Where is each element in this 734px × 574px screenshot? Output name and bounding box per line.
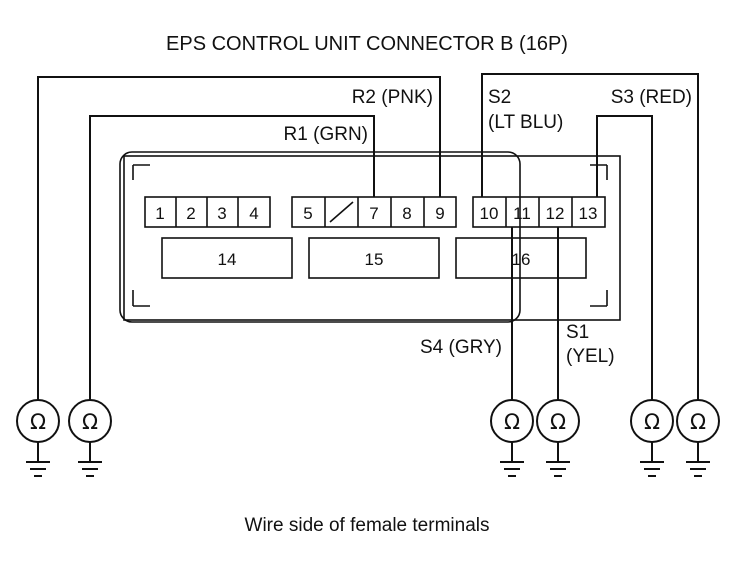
ohm-symbol: Ω — [30, 410, 46, 434]
connector-housing — [119, 151, 621, 323]
terminal-12: 12 — [546, 204, 565, 223]
terminal-13: 13 — [579, 204, 598, 223]
terminal-16: 16 — [512, 250, 531, 269]
wire-r2 — [37, 76, 441, 400]
terminal-4: 4 — [249, 204, 258, 223]
ground-icon — [640, 442, 664, 477]
label-s1-line1: S1 — [566, 322, 589, 343]
diagram-title: EPS CONTROL UNIT CONNECTOR B (16P) — [166, 33, 568, 55]
terminal-9: 9 — [435, 204, 444, 223]
ground-icon — [686, 442, 710, 477]
wire-s2 — [481, 73, 699, 400]
label-s4: S4 (GRY) — [420, 337, 502, 358]
ohmmeter-1: Ω — [16, 399, 60, 477]
terminal-10: 10 — [480, 204, 499, 223]
label-s1-line2: (YEL) — [566, 346, 615, 367]
diagram-caption: Wire side of female terminals — [245, 515, 490, 536]
ohmmeter-4: Ω — [536, 399, 580, 477]
terminal-2: 2 — [186, 204, 195, 223]
terminal-5: 5 — [303, 204, 312, 223]
ground-icon — [546, 442, 570, 477]
ohmmeters: Ω Ω Ω Ω Ω Ω — [16, 399, 720, 477]
terminal-row-lower: 14 15 16 — [161, 237, 587, 279]
label-s2-line1: S2 — [488, 87, 511, 108]
ohmmeter-6: Ω — [676, 399, 720, 477]
wire-labels: R2 (PNK) R1 (GRN) S2 (LT BLU) S3 (RED) S… — [284, 87, 692, 367]
ground-icon — [500, 442, 524, 477]
wire-s3 — [596, 115, 653, 400]
wire-r1 — [89, 115, 375, 400]
ground-icon — [78, 442, 102, 477]
ohm-symbol: Ω — [550, 410, 566, 434]
label-s3: S3 (RED) — [611, 87, 692, 108]
terminal-7: 7 — [369, 204, 378, 223]
ohmmeter-5: Ω — [630, 399, 674, 477]
terminal-row-upper — [144, 196, 606, 228]
ohm-symbol: Ω — [504, 410, 520, 434]
ground-icon — [26, 442, 50, 477]
ohm-symbol: Ω — [82, 410, 98, 434]
terminal-8: 8 — [402, 204, 411, 223]
terminal-14: 14 — [218, 250, 237, 269]
terminal-3: 3 — [217, 204, 226, 223]
label-r2: R2 (PNK) — [352, 87, 433, 108]
wires — [37, 73, 699, 400]
ohmmeter-3: Ω — [490, 399, 534, 477]
ohm-symbol: Ω — [644, 410, 660, 434]
terminal-11: 11 — [513, 204, 531, 223]
ohmmeter-2: Ω — [68, 399, 112, 477]
label-s2-line2: (LT BLU) — [488, 112, 563, 133]
terminal-numbers-upper: 1 2 3 4 5 7 8 9 10 11 12 13 — [155, 204, 597, 223]
label-r1: R1 (GRN) — [284, 124, 368, 145]
terminal-1: 1 — [155, 204, 164, 223]
ohm-symbol: Ω — [690, 410, 706, 434]
terminal-15: 15 — [365, 250, 384, 269]
